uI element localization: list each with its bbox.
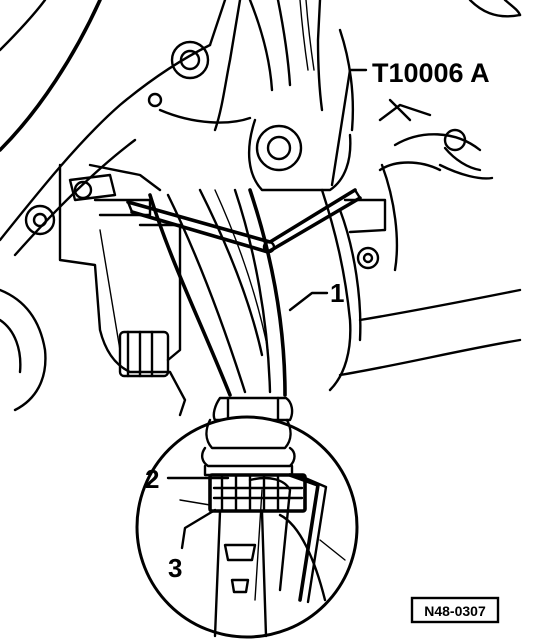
leader-lines — [166, 68, 368, 550]
detail-circle — [135, 415, 359, 639]
tool-t10006a — [126, 188, 362, 254]
figure-id: N48-0307 — [424, 603, 486, 619]
axle-shaft — [148, 98, 522, 397]
leader-3 — [180, 508, 217, 550]
callout-1: 1 — [330, 278, 344, 308]
callout-3: 3 — [168, 553, 182, 583]
leader-1 — [288, 291, 329, 312]
figure-id-box: N48-0307 — [410, 596, 500, 624]
upper-housing — [0, 0, 522, 257]
cv-joint-boot — [212, 396, 294, 422]
callout-2: 2 — [145, 464, 159, 494]
leader-tool — [330, 68, 368, 187]
tool-label: T10006 A — [372, 58, 490, 88]
left-bracket — [0, 163, 187, 417]
